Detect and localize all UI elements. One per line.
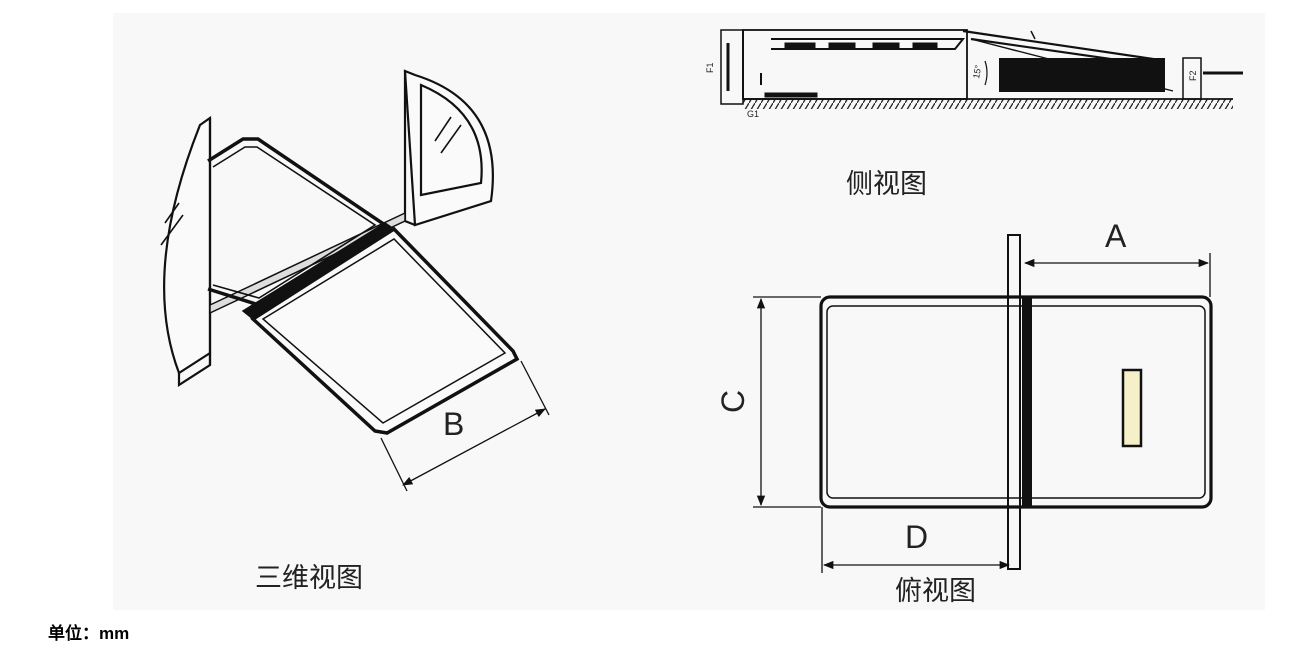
- front-ramp-plate: [250, 226, 520, 435]
- dimension-b: [380, 360, 550, 492]
- dimension-d-label: D: [905, 519, 928, 555]
- ramp-tip-block: [999, 58, 1165, 92]
- ramp-housing: [742, 29, 968, 100]
- technical-drawing: B 三维视图: [160, 29, 1243, 607]
- threshold-strip: [209, 211, 406, 315]
- three-d-view: B 三维视图: [160, 69, 550, 594]
- three-d-view-caption: 三维视图: [255, 563, 363, 594]
- right-door: [403, 69, 494, 227]
- label-plate: [1121, 368, 1143, 448]
- top-view: A C D 俯视图: [715, 218, 1213, 607]
- label-angle: 15°: [971, 64, 983, 80]
- top-ramp-outline: [819, 295, 1213, 509]
- top-hinge-bar: [1022, 297, 1032, 507]
- dimension-a-label: A: [1105, 218, 1127, 254]
- label-g1: G1: [747, 109, 759, 119]
- side-view: F1 F2 15° G1 侧视图: [705, 29, 1243, 200]
- left-post: [720, 29, 744, 105]
- dimension-c: [753, 296, 821, 508]
- top-view-caption: 俯视图: [895, 576, 976, 607]
- left-door: [160, 115, 212, 388]
- unit-label: 单位：mm: [48, 624, 130, 643]
- label-f2: F2: [1188, 70, 1198, 81]
- dimension-c-label: C: [715, 390, 751, 413]
- back-ramp-plate: [207, 137, 389, 307]
- floor-hatch: [743, 99, 1233, 109]
- drawing-panel: B 三维视图: [113, 13, 1265, 610]
- dimension-a: [1023, 253, 1211, 297]
- label-f1: F1: [705, 62, 715, 73]
- dimension-d: [821, 507, 1011, 573]
- side-view-caption: 侧视图: [846, 169, 927, 200]
- right-post: [1182, 57, 1202, 100]
- top-door-post: [1007, 234, 1021, 570]
- internal-mechanism: [760, 38, 966, 98]
- dimension-b-label: B: [443, 406, 464, 442]
